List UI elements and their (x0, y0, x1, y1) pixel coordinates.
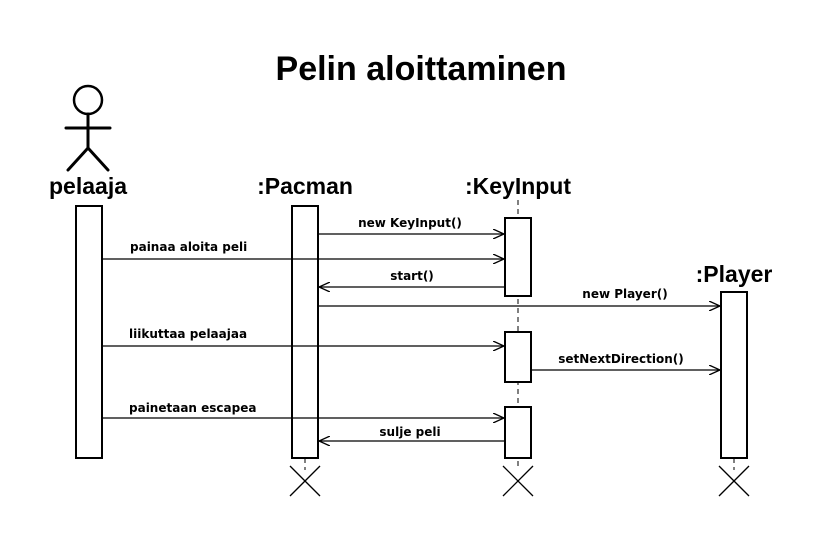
message-new-player: new Player() (318, 287, 720, 306)
activation-pacman (291, 205, 319, 459)
diagram-title: Pelin aloittaminen (276, 50, 567, 88)
destroy-pacman-icon (289, 465, 321, 497)
message-label: setNextDirection() (558, 352, 684, 366)
destroy-player-icon (718, 465, 750, 497)
activation-keyinput-3 (504, 406, 532, 459)
destroy-keyinput-icon (502, 465, 534, 497)
activation-player (720, 291, 748, 459)
activation-keyinput-2 (504, 331, 532, 383)
message-sulje-peli: sulje peli (319, 425, 505, 441)
participant-label-pelaaja: pelaaja (49, 173, 127, 199)
message-label: painetaan escapea (129, 401, 256, 415)
message-new-keyinput: new KeyInput() (318, 216, 504, 234)
message-label: liikuttaa pelaajaa (129, 327, 247, 341)
message-painaa-aloita-peli: painaa aloita peli (102, 240, 504, 259)
message-set-next-direction: setNextDirection() (531, 352, 720, 370)
message-start: start() (319, 269, 505, 287)
message-liikuttaa-pelaajaa: liikuttaa pelaajaa (102, 327, 504, 346)
message-label: new KeyInput() (358, 216, 462, 230)
participant-label-pacman: :Pacman (257, 173, 353, 199)
actor-stick-figure-icon (64, 84, 112, 172)
message-label: new Player() (582, 287, 667, 301)
message-label: sulje peli (379, 425, 440, 439)
participant-label-player: :Player (696, 261, 773, 287)
message-label: painaa aloita peli (130, 240, 247, 254)
participant-label-keyinput: :KeyInput (465, 173, 571, 199)
message-painetaan-escapea: painetaan escapea (102, 401, 504, 418)
activation-keyinput-1 (504, 217, 532, 297)
activation-pelaaja (75, 205, 103, 459)
message-label: start() (390, 269, 434, 283)
